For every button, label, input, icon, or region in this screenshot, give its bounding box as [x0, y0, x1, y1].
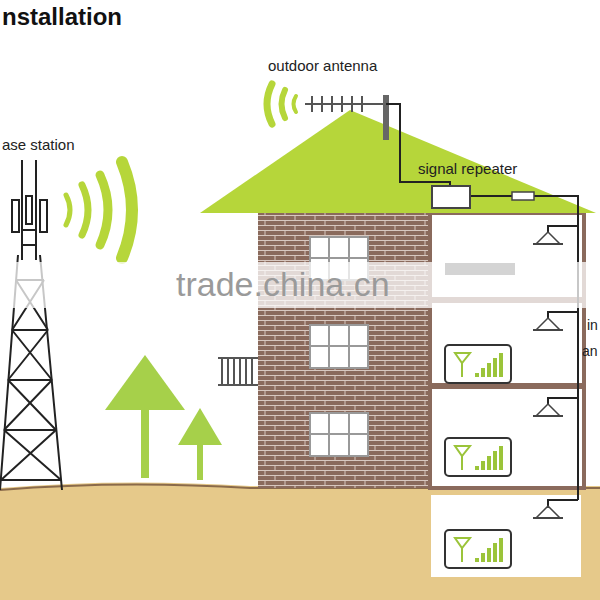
watermark: trade.china.cn: [176, 266, 390, 303]
ground: [0, 482, 600, 600]
base-station-tower: [0, 160, 62, 490]
basement: [428, 492, 584, 580]
repeater-box: [432, 186, 470, 208]
indoor-antenna-label: in: [587, 318, 598, 333]
indoor-section: [430, 213, 584, 488]
station-label: ase station: [2, 137, 75, 154]
splitter: [512, 192, 534, 200]
antenna-waves: [267, 84, 296, 124]
antenna-label: outdoor antenna: [268, 58, 377, 75]
signal-waves: [66, 162, 132, 258]
diagram-title: nstallation: [2, 4, 122, 30]
brick-wall: [258, 213, 430, 488]
outdoor-antenna: [305, 96, 383, 112]
repeater-label: signal repeater: [418, 161, 517, 178]
balcony: [218, 358, 258, 385]
roof: [200, 110, 596, 213]
indoor-antenna-label: an: [582, 344, 598, 359]
trees: [105, 355, 222, 480]
phone-icons: [445, 345, 511, 568]
